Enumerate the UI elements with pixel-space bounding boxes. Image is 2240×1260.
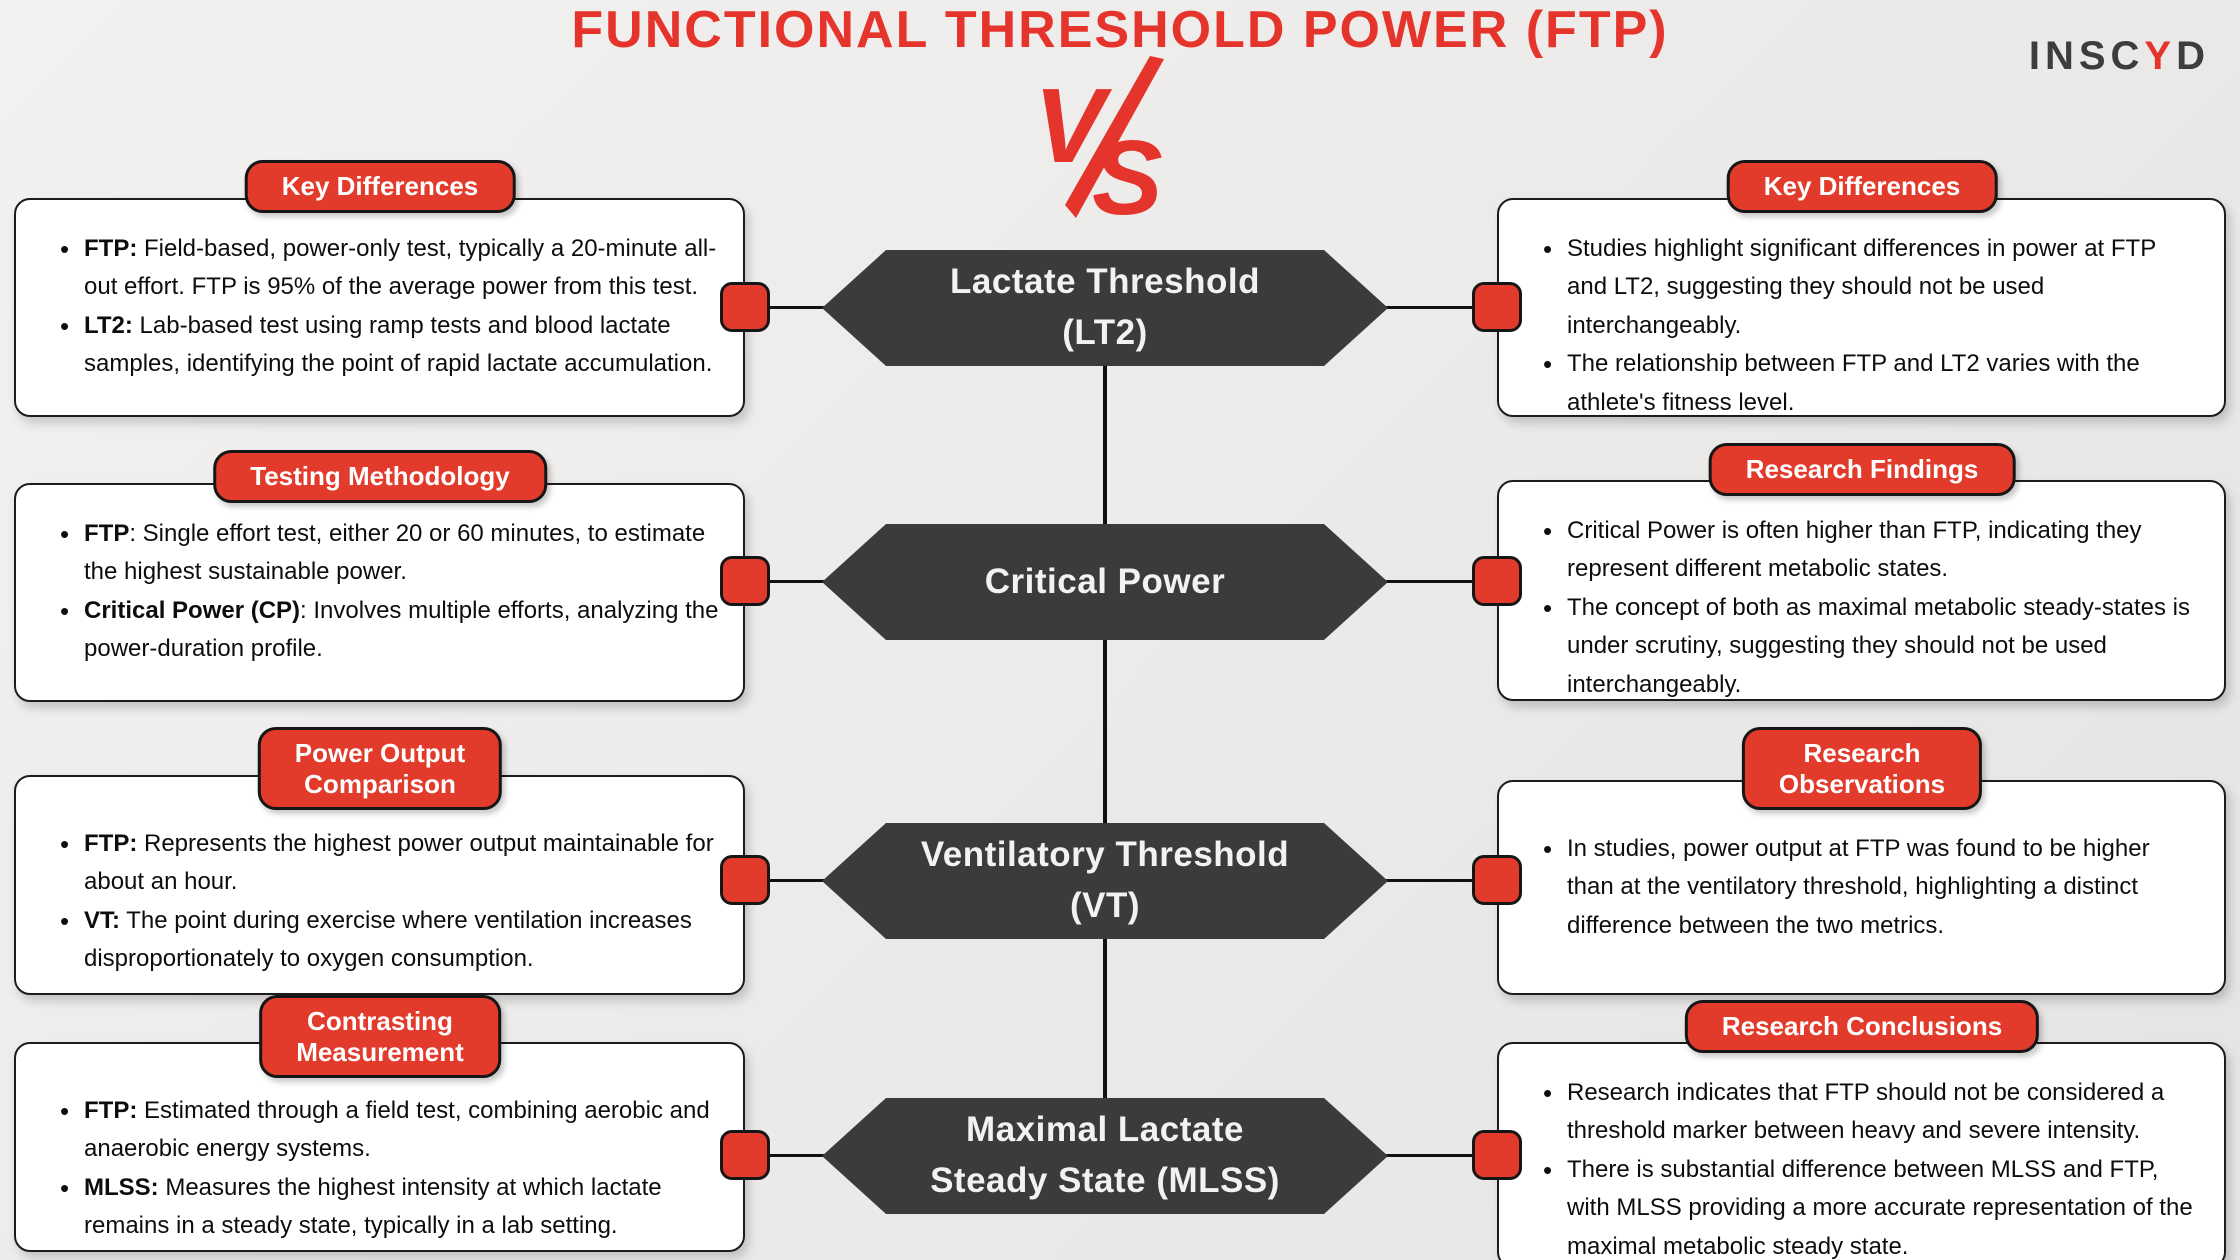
connector-line [743,306,825,309]
bullet-item: Critical Power (CP): Involves multiple e… [58,591,719,669]
lightning-slash-icon [1065,56,1164,218]
connector-square [720,855,770,905]
connector-line [743,1154,825,1157]
bullet-item: Research indicates that FTP should not b… [1541,1073,2200,1151]
bullet-item: The concept of both as maximal metabolic… [1541,588,2200,704]
connector-square [1472,282,1522,332]
bullet-list: Critical Power is often higher than FTP,… [1529,511,2200,704]
brand-prefix: INSC [2028,34,2145,78]
hexagon-node-critical-power: Critical Power [822,524,1388,640]
bullet-list: Studies highlight significant difference… [1529,229,2200,422]
card-left-testing-methodology: FTP: Single effort test, either 20 or 60… [14,483,745,702]
vs-letter-s: S [1092,119,1163,218]
badge-right-research-conclusions: Research Conclusions [1684,1000,2040,1053]
bullet-item: Studies highlight significant difference… [1541,229,2200,345]
badge-right-research-findings: Research Findings [1708,443,2016,496]
connector-square [720,556,770,606]
connector-line [743,580,825,583]
connector-square [1472,1130,1522,1180]
hexagon-node-ventilatory-threshold: Ventilatory Threshold (VT) [822,823,1388,939]
badge-right-key-differences: Key Differences [1726,160,1998,213]
connector-square [1472,855,1522,905]
bullet-item: In studies, power output at FTP was foun… [1541,829,2200,945]
bullet-item: FTP: Represents the highest power output… [58,824,719,902]
connector-square [1472,556,1522,606]
center-spine-line [1103,307,1107,1155]
connector-square [720,282,770,332]
vs-logo: V S [1034,56,1164,218]
connector-square [720,1130,770,1180]
bullet-list: In studies, power output at FTP was foun… [1529,829,2200,945]
badge-left-testing-methodology: Testing Methodology [213,450,547,503]
bullet-list: FTP: Represents the highest power output… [46,824,719,979]
card-right-key-differences: Studies highlight significant difference… [1497,198,2226,417]
brand-highlight-letter: Y [2144,34,2177,78]
bullet-list: FTP: Field-based, power-only test, typic… [46,229,719,384]
card-right-research-findings: Critical Power is often higher than FTP,… [1497,480,2226,701]
bullet-list: FTP: Estimated through a field test, com… [46,1091,719,1246]
brand-suffix: D [2176,34,2210,78]
bullet-list: Research indicates that FTP should not b… [1529,1073,2200,1260]
connector-line [1386,306,1498,309]
card-left-contrasting-measurement: FTP: Estimated through a field test, com… [14,1042,745,1252]
badge-left-key-differences: Key Differences [244,160,516,213]
bullet-item: VT: The point during exercise where vent… [58,901,719,979]
hexagon-node-lactate-threshold: Lactate Threshold (LT2) [822,250,1388,366]
hexagon-node-mlss: Maximal Lactate Steady State (MLSS) [822,1098,1388,1214]
bullet-item: Critical Power is often higher than FTP,… [1541,511,2200,589]
bullet-item: MLSS: Measures the highest intensity at … [58,1168,719,1246]
bullet-item: The relationship between FTP and LT2 var… [1541,344,2200,422]
bullet-item: FTP: Single effort test, either 20 or 60… [58,514,719,592]
connector-line [1386,580,1498,583]
bullet-list: FTP: Single effort test, either 20 or 60… [46,514,719,669]
connector-line [1386,1154,1498,1157]
connector-line [743,879,825,882]
inscyd-logo: INSCYD [2029,34,2210,79]
page-title: FUNCTIONAL THRESHOLD POWER (FTP) [571,1,1669,59]
bullet-item: FTP: Estimated through a field test, com… [58,1091,719,1169]
bullet-item: FTP: Field-based, power-only test, typic… [58,229,719,307]
card-right-research-observations: In studies, power output at FTP was foun… [1497,780,2226,995]
bullet-item: There is substantial difference between … [1541,1150,2200,1260]
connector-line [1386,879,1498,882]
card-left-key-differences: FTP: Field-based, power-only test, typic… [14,198,745,417]
bullet-item: LT2: Lab-based test using ramp tests and… [58,306,719,384]
card-right-research-conclusions: Research indicates that FTP should not b… [1497,1042,2226,1260]
